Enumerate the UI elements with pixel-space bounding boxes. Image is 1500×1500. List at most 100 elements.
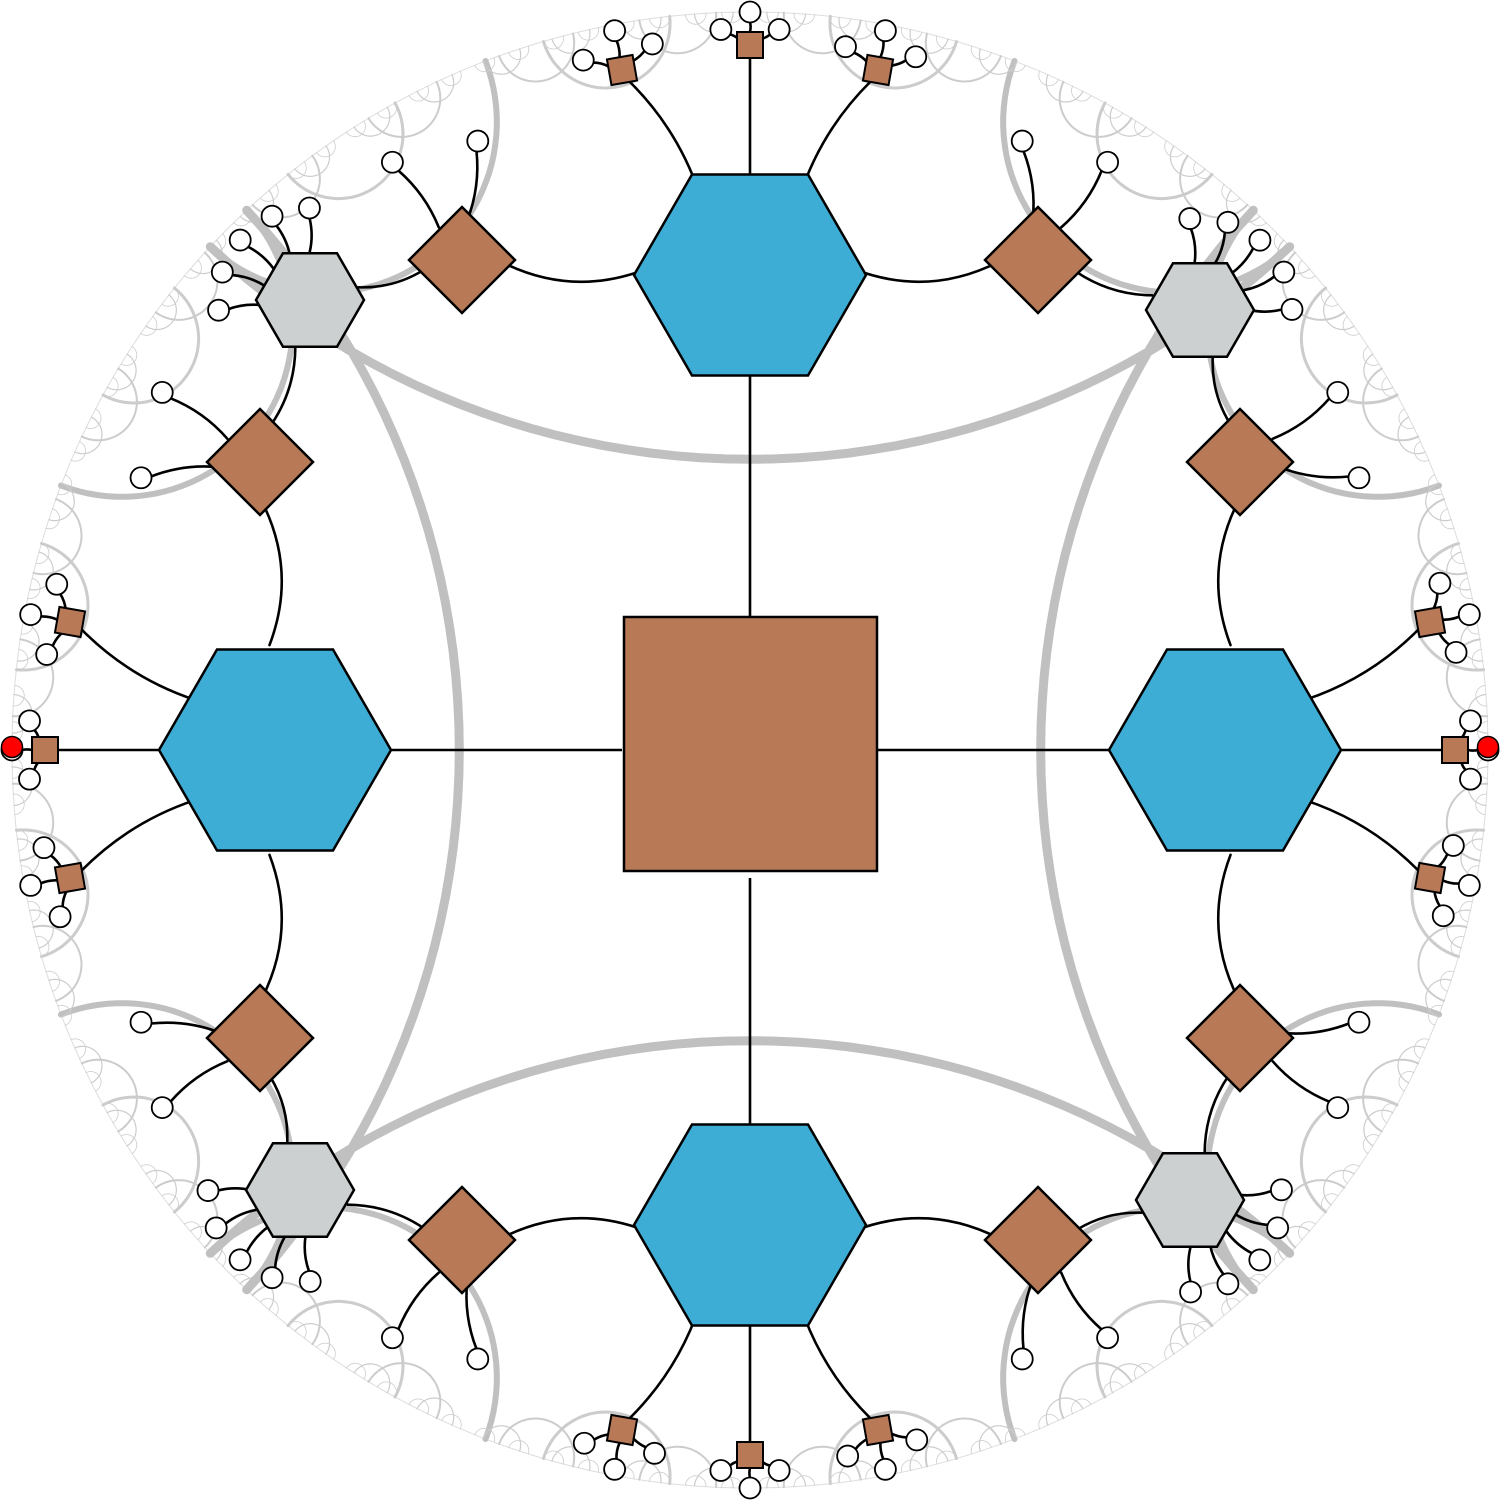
network-edge (396, 1271, 441, 1331)
leaf-node (228, 228, 252, 252)
grid-geodesic-fine (416, 74, 455, 103)
grid-geodesic-fine (1004, 1427, 1026, 1443)
leaf-node (873, 1457, 897, 1481)
leaf-node (18, 767, 41, 791)
network-edge (631, 1436, 648, 1449)
leaf-node (643, 1441, 666, 1465)
leaf-node (1347, 1010, 1371, 1034)
grid-geodesic-fine (1414, 1038, 1430, 1059)
grid-geodesic-fine (1342, 316, 1360, 336)
diamond-node (983, 205, 1093, 315)
grid-geodesic-fine (1381, 376, 1398, 397)
grid-geodesic-fine (184, 259, 202, 279)
network-edge (853, 260, 1000, 284)
hexagon-node-secondary (254, 251, 366, 349)
network-edge (1059, 1271, 1104, 1331)
grid-geodesic-fine (353, 1363, 391, 1394)
grid-geodesic-fine (80, 367, 138, 442)
leaf-node (260, 204, 284, 228)
leaf-node (210, 260, 234, 284)
grid-geodesic-fine (685, 1475, 707, 1488)
grid-geodesic-fine (408, 85, 429, 102)
leaf-node (1457, 873, 1481, 897)
network-edge (615, 39, 621, 59)
grid-geodesic-fine (12, 793, 25, 815)
grid-geodesic-fine (1169, 1322, 1206, 1355)
network-edge (79, 627, 196, 701)
grid-geodesic-fine (1459, 577, 1473, 599)
grid-geodesic-fine (367, 1362, 442, 1420)
grid-geodesic-fine (120, 346, 138, 366)
grid-geodesic-fine (1038, 70, 1059, 86)
grid-geodesic-fine (35, 936, 50, 958)
grid-geodesic-fine (542, 35, 564, 50)
grid-geodesic-fine (145, 1169, 178, 1206)
grid-geodesic-fine (829, 1471, 851, 1484)
leaf-node (298, 1270, 322, 1293)
grid-geodesic-fine (48, 482, 75, 522)
grid-geodesic-fine (622, 1460, 662, 1484)
network-edge (169, 1059, 229, 1104)
network-edge (357, 268, 425, 289)
grid-geodesic-fine (74, 1045, 103, 1084)
grid-geodesic-fine (838, 16, 878, 40)
network-edge (1466, 748, 1480, 752)
grid-geodesic-fine (577, 27, 599, 41)
grid-geodesic-fine (287, 1321, 307, 1339)
grid-geodesic-fine (936, 1450, 958, 1465)
leaf-node (767, 1459, 791, 1482)
leaf-node (1248, 228, 1272, 252)
grid-geodesic-fine (45, 508, 60, 530)
hexagon-node-primary (157, 648, 393, 852)
grid-geodesic-fine (1450, 936, 1465, 958)
grid-geodesic-fine (346, 120, 366, 138)
grid-geodesic-fine (482, 48, 522, 75)
boundary-marker (1476, 735, 1500, 759)
grid-geodesic-fine (1398, 1071, 1415, 1092)
leaf-node (45, 572, 69, 596)
network-edge (748, 20, 752, 34)
leaf-node (1459, 767, 1482, 791)
grid-geodesic-fine (1342, 1164, 1360, 1184)
grid-geodesic-fine (140, 316, 158, 336)
grid-geodesic-fine (1450, 542, 1465, 564)
grid-geodesic-fine (15, 829, 29, 851)
grid-geodesic-fine (1298, 259, 1316, 279)
grid-geodesic-fine (649, 1471, 671, 1484)
leaf-node (204, 1216, 228, 1240)
leaf-node (571, 48, 595, 72)
grid-geodesic-fine (353, 106, 391, 137)
grid-geodesic-fine (1321, 1193, 1339, 1213)
network-edge (273, 1234, 287, 1270)
grid-geodesic-fine (35, 542, 50, 564)
grid-geodesic-fine (376, 102, 397, 119)
network-edge (1304, 627, 1421, 701)
network-edge (500, 1216, 647, 1240)
grid-geodesic-fine (1045, 74, 1084, 103)
grid-geodesic-fine (1362, 346, 1380, 366)
network-edge (268, 1075, 289, 1143)
network-edge (1216, 500, 1240, 647)
leaf-node (1010, 1347, 1034, 1371)
network-edges (20, 20, 1480, 1480)
network-edge (1074, 270, 1154, 297)
grid-geodesic-fine (685, 12, 707, 25)
grid-geodesic-fine (1440, 508, 1455, 530)
small-square-node (605, 1413, 639, 1447)
grid-geodesic-fine (1410, 542, 1486, 672)
grid-geodesic-fine (12, 685, 25, 707)
network-edge (51, 631, 64, 648)
network-edge (260, 853, 284, 1000)
leaf-node (1431, 904, 1455, 928)
network-edge (1213, 230, 1227, 266)
grid-geodesic-fine (1414, 441, 1430, 462)
network-edge (853, 1216, 1000, 1240)
grid-geodesic-fine (1299, 286, 1399, 405)
diamond-node (1185, 407, 1295, 517)
diamond-node (205, 407, 315, 517)
grid-geodesic-fine (936, 35, 958, 50)
small-square-node (605, 53, 639, 87)
grid-geodesic-fine (1299, 1095, 1399, 1214)
leaf-node (603, 19, 627, 43)
grid-geodesic-fine (1397, 416, 1426, 455)
